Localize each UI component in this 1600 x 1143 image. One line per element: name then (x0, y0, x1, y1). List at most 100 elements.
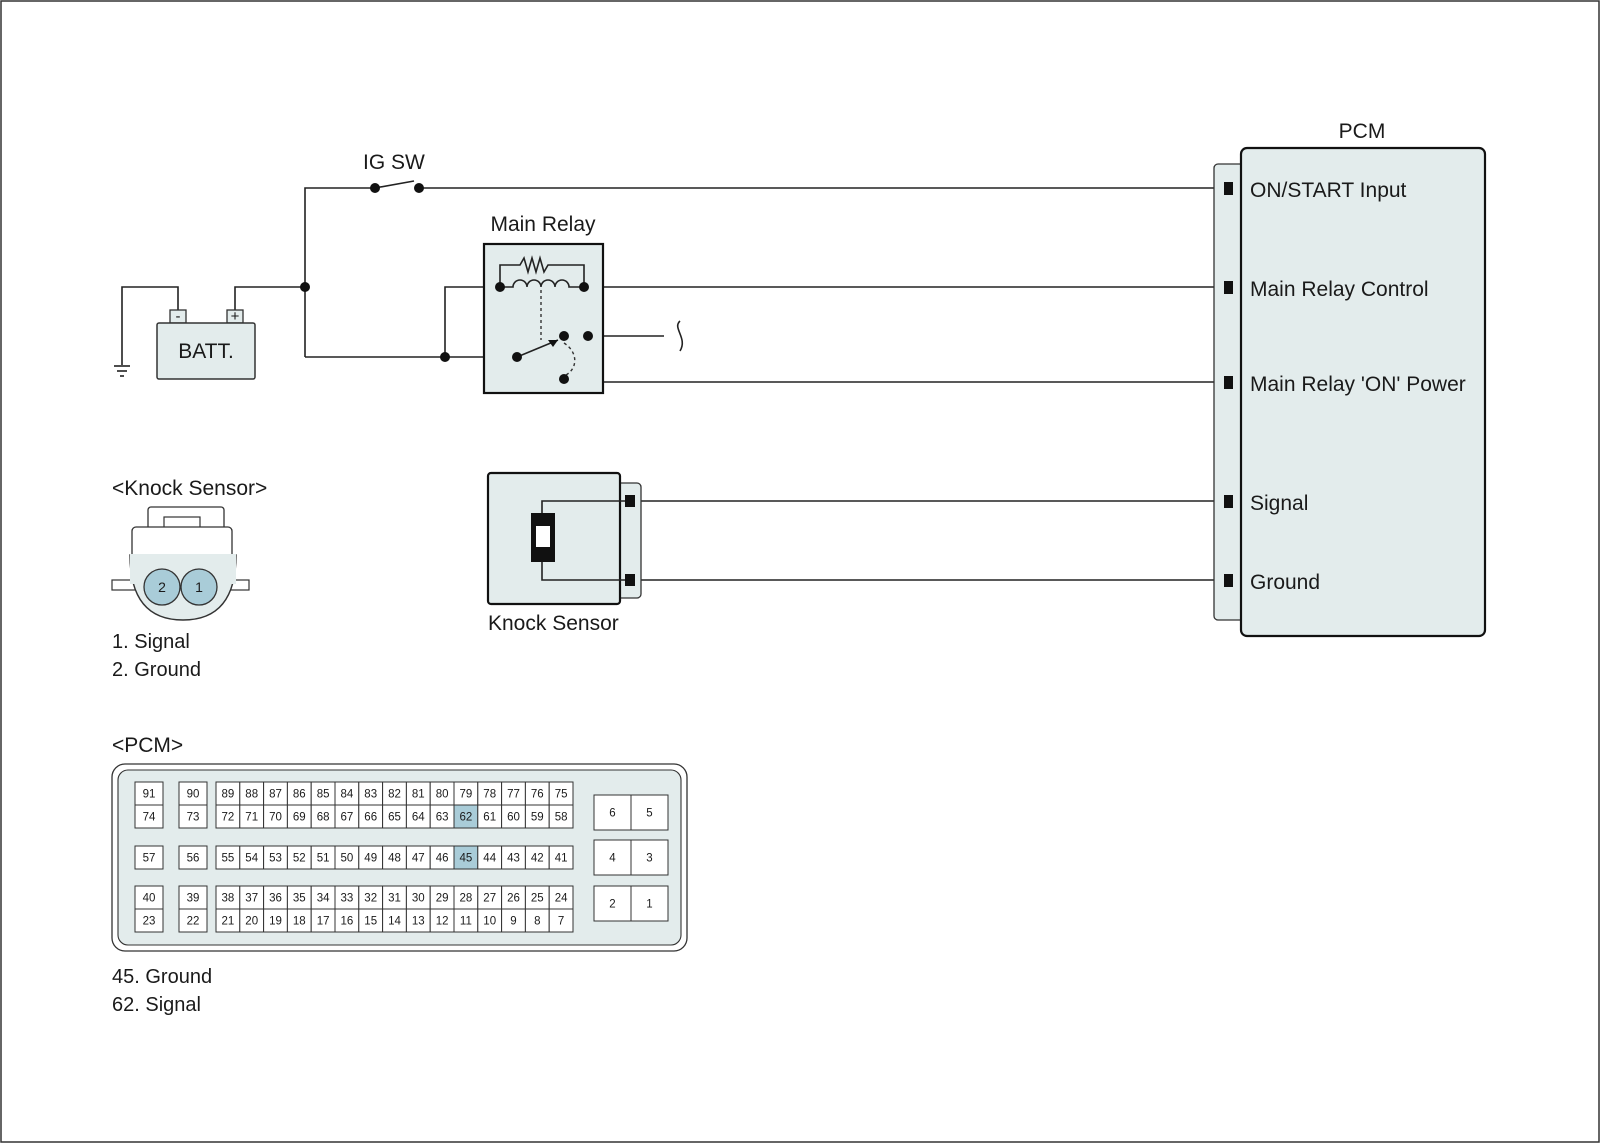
pcm-pin-number: 44 (483, 853, 496, 865)
pcm-pin-number: 67 (341, 812, 354, 824)
knock-pin-legend-1: 1. Signal (112, 631, 190, 653)
pcm-pin-number: 56 (187, 853, 200, 865)
pcm-pin-number: 37 (245, 893, 258, 905)
pcm-pin-56 (178, 845, 208, 870)
pcm-pin-number: 78 (483, 789, 496, 801)
pcm-pin-number: 68 (317, 812, 330, 824)
pcm-pin-number: 40 (143, 893, 156, 905)
pcm-pin-number: 43 (507, 853, 520, 865)
pcm-pin-number: 62 (460, 812, 473, 824)
pcm-pin-number: 16 (341, 916, 354, 928)
pcm-pin-number: 30 (412, 893, 425, 905)
knock-pin-2-number: 2 (158, 579, 166, 595)
pcm-pin-number: 3 (646, 853, 652, 865)
pcm-pin-number: 46 (436, 853, 449, 865)
pcm-pin-57 (134, 845, 164, 870)
pcm-pin-number: 19 (269, 916, 282, 928)
pcm-pin-1 (630, 885, 669, 922)
pcm-pin-number: 66 (364, 812, 377, 824)
pcm-pin-number: 45 (460, 853, 473, 865)
pcm-pin-number: 61 (483, 812, 496, 824)
pcm-pin-number: 50 (341, 853, 354, 865)
pcm-pin-number: 69 (293, 812, 306, 824)
pcm-pin-number: 11 (460, 916, 472, 928)
pcm-pin-number: 15 (364, 916, 377, 928)
pcm-pin-73 (178, 804, 208, 829)
pcm-connector-title: <PCM> (112, 734, 183, 757)
pcm-pin-number: 65 (388, 812, 401, 824)
pcm-pin-on-start-input: ON/START Input (1250, 179, 1407, 202)
battery-plus-label: + (231, 308, 240, 325)
pcm-pin-number: 63 (436, 812, 449, 824)
pcm-pin-number: 86 (293, 789, 306, 801)
pcm-pin-signal: Signal (1250, 492, 1308, 515)
pcm-pin-22 (178, 908, 208, 933)
pcm-pin-number: 12 (436, 916, 449, 928)
pcm-pin-5 (630, 794, 669, 831)
pcm-pin-number: 52 (293, 853, 306, 865)
pcm-pin-number: 20 (245, 916, 258, 928)
pcm-pin-legend-62: 62. Signal (112, 994, 201, 1016)
pcm-pin-number: 41 (555, 853, 568, 865)
pcm-pin-number: 18 (293, 916, 306, 928)
ig-sw-label: IG SW (363, 151, 425, 174)
pcm-pin-number: 29 (436, 893, 449, 905)
pcm-pin-2 (593, 885, 632, 922)
pcm-pin-number: 58 (555, 812, 568, 824)
pcm-pin-23 (134, 908, 164, 933)
pcm-pin-number: 17 (317, 916, 330, 928)
pcm-pin-7 (548, 908, 574, 933)
main-relay: Main Relay (482, 213, 605, 395)
pcm-pin-number: 2 (609, 899, 615, 911)
pcm-pin-number: 23 (143, 916, 156, 928)
pcm-pin-number: 47 (412, 853, 425, 865)
pcm-pin-number: 54 (245, 853, 258, 865)
pcm-module: PCM ON/START Input Main Relay Control Ma… (1213, 120, 1487, 638)
pcm-pin-number: 39 (187, 893, 200, 905)
pcm-pin-number: 64 (412, 812, 425, 824)
main-relay-label: Main Relay (490, 213, 596, 236)
battery: - + BATT. (156, 308, 256, 380)
pcm-pin-number: 57 (143, 853, 156, 865)
pcm-pin-number: 70 (269, 812, 282, 824)
pcm-pin-number: 80 (436, 789, 449, 801)
pcm-pin-number: 73 (187, 812, 200, 824)
pcm-pin-number: 10 (483, 916, 496, 928)
pcm-pin-number: 1 (646, 899, 652, 911)
pcm-pin-number: 55 (222, 853, 235, 865)
pcm-pin-number: 87 (269, 789, 282, 801)
wires (114, 180, 1224, 581)
pcm-pin-number: 89 (222, 789, 235, 801)
pcm-pin-number: 35 (293, 893, 306, 905)
pcm-pin-number: 4 (609, 853, 616, 865)
pcm-pin-number: 82 (388, 789, 401, 801)
pcm-pin-main-relay-on-power: Main Relay 'ON' Power (1250, 373, 1466, 396)
pcm-pin-number: 5 (646, 808, 652, 820)
knock-pin-legend-2: 2. Ground (112, 659, 201, 681)
pcm-pin-number: 49 (364, 853, 377, 865)
pcm-pin-number: 74 (143, 812, 156, 824)
pcm-pin-number: 71 (245, 812, 258, 824)
pcm-pin-number: 90 (187, 789, 200, 801)
pcm-pin-number: 42 (531, 853, 544, 865)
pcm-pin-number: 83 (364, 789, 377, 801)
pcm-pin-main-relay-control: Main Relay Control (1250, 278, 1429, 301)
pcm-pin-number: 36 (269, 893, 282, 905)
pcm-pin-6 (593, 794, 632, 831)
battery-label: BATT. (178, 340, 234, 363)
pcm-pin-58 (548, 804, 574, 829)
pcm-pin-number: 7 (558, 916, 564, 928)
pcm-pin-number: 34 (317, 893, 330, 905)
pcm-pin-number: 22 (187, 916, 200, 928)
pcm-pin-number: 85 (317, 789, 330, 801)
pcm-pin-number: 25 (531, 893, 544, 905)
knock-sensor: Knock Sensor (486, 471, 642, 635)
knock-connector-view: <Knock Sensor> 2 1 1. Signal 2. Ground (111, 477, 267, 681)
pcm-pin-number: 53 (269, 853, 282, 865)
pcm-pin-number: 14 (388, 916, 401, 928)
knock-sensor-label: Knock Sensor (488, 612, 619, 635)
pcm-pin-4 (593, 839, 632, 876)
pcm-pin-number: 48 (388, 853, 401, 865)
